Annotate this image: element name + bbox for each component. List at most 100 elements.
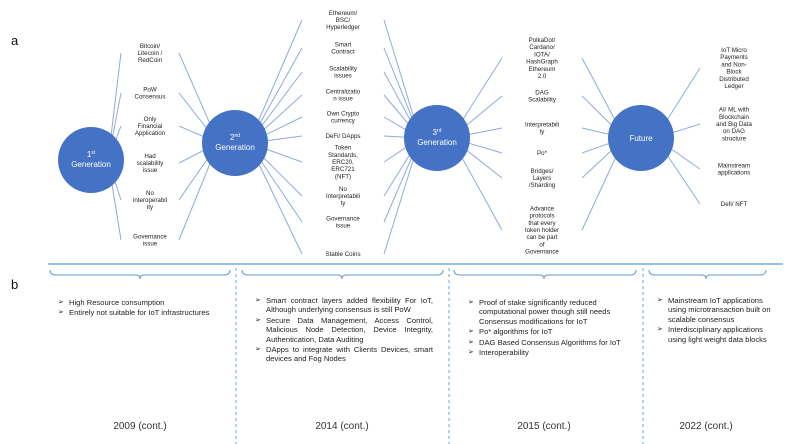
branch-label-line: on DAG — [723, 128, 745, 135]
branch-label-line: protocols — [529, 213, 554, 220]
generation-title: Future — [629, 134, 653, 143]
era-brace — [648, 269, 767, 280]
branch-label-line: ERC20, — [332, 159, 354, 166]
branch-label-line: Bitcoin/ — [140, 43, 161, 50]
branch-label-line: and Non- — [721, 61, 746, 68]
branch-label-line: that every — [528, 220, 556, 227]
branch-label-line: IOTA/ — [534, 51, 550, 58]
era-dividers — [235, 268, 644, 444]
branch-label: Po* — [537, 150, 548, 157]
branch-label-line: Ledger — [724, 83, 743, 90]
generation-ordinal: 1st — [87, 150, 96, 159]
branch-label: DeFi/ DApps — [325, 133, 360, 140]
branch-link-out — [581, 145, 622, 231]
era-year: 2015 (cont.) — [517, 421, 570, 432]
branch-label-line: ity — [147, 204, 154, 211]
branch-label-line: Bridges/ — [531, 168, 554, 175]
era-note-item: Secure Data Management, Access Control, … — [255, 316, 433, 344]
branch-label-line: Payments — [720, 54, 748, 61]
era-note-item: Smart contract layers added flexibility … — [255, 296, 433, 315]
era-note-box: Mainstream IoT applications using microt… — [657, 296, 781, 345]
branch-label-line: (NFT) — [335, 173, 351, 180]
branch-label-line: Own Crypto — [327, 110, 360, 117]
branch-link-in — [252, 151, 303, 255]
branch-label-line: currency — [331, 118, 356, 125]
branch-link-in — [252, 19, 303, 134]
era-note-item: Interoperability — [468, 348, 630, 358]
era-years: 2009 (cont.)2014 (cont.)2015 (cont.)2022… — [113, 421, 732, 432]
branch-label-line: Had — [144, 153, 156, 160]
era-note-item: Entirely not suitable for IoT infrastruc… — [58, 308, 226, 318]
branch-label-line: ty — [540, 129, 546, 136]
branch-label-line: Centralizatio — [326, 88, 361, 95]
branch-label-line: Financial — [138, 123, 163, 130]
era-braces — [49, 269, 767, 280]
branch-label-line: Contract — [331, 49, 355, 56]
branch-label-line: Consensus — [135, 94, 166, 101]
branch-labels: Bitcoin/Litecoin /RedCoinPoWConsensusOnl… — [133, 10, 752, 258]
branch-label-line: Scalability — [329, 65, 358, 72]
branch-label-line: applications — [718, 170, 751, 177]
branch-label-line: and Big Data — [716, 121, 752, 128]
branch-label-line: can be part — [527, 234, 558, 241]
branch-label-line: Governance — [525, 249, 559, 256]
branch-label-line: Block — [726, 69, 742, 76]
era-note-list: High Resource consumptionEntirely not su… — [58, 298, 226, 318]
branch-label-line: /Sharding — [529, 182, 556, 189]
branch-label-line: IoT Micro — [721, 47, 747, 54]
era-note-item: DAG Based Consensus Algorithms for IoT — [468, 338, 630, 348]
branch-label-line: Cardano/ — [529, 44, 555, 51]
generation-node: Future — [608, 105, 674, 171]
branch-label-line: Hyperledger — [326, 24, 360, 31]
branch-label-line: Standards, — [328, 152, 358, 159]
branch-label-line: Token — [335, 145, 352, 152]
branch-label-line: ERC721 — [331, 166, 355, 173]
era-note-item: Proof of stake significantly reduced com… — [468, 298, 630, 326]
era-note-item: Interdisciplinary applications using lig… — [657, 325, 781, 344]
era-year: 2009 (cont.) — [113, 421, 166, 432]
branch-label-line: No — [146, 190, 154, 197]
branch-label-line: Scalability — [528, 97, 557, 104]
generation-circle — [608, 105, 674, 171]
era-note-item: DApps to integrate with Clients Devices,… — [255, 345, 433, 364]
era-note-item: High Resource consumption — [58, 298, 226, 308]
branch-label-line: Governance — [133, 233, 167, 240]
branch-label-line: Advance — [530, 205, 555, 212]
branch-label: Bridges/Layers/Sharding — [529, 168, 556, 189]
era-brace — [453, 269, 637, 280]
branch-label: Defi/ NFT — [721, 201, 748, 208]
branch-label-line: PoW — [143, 86, 157, 93]
branch-label-line: Smart — [335, 41, 352, 48]
era-note-box: Proof of stake significantly reduced com… — [468, 298, 630, 358]
branch-label-line: structure — [722, 135, 747, 142]
branch-label: Ethereum/BSC/Hyperledger — [326, 10, 360, 31]
era-year: 2014 (cont.) — [315, 421, 368, 432]
branch-label-line: ty — [341, 200, 347, 207]
panel-a-label: a — [11, 33, 19, 48]
branch-link-out — [178, 52, 216, 137]
branch-link-out — [178, 150, 216, 241]
era-note-item: Po* algorithms for IoT — [468, 327, 630, 337]
branch-label-line: issue — [336, 223, 351, 230]
era-note-list: Proof of stake significantly reduced com… — [468, 298, 630, 358]
branch-label-line: Stable Coins — [325, 251, 360, 258]
